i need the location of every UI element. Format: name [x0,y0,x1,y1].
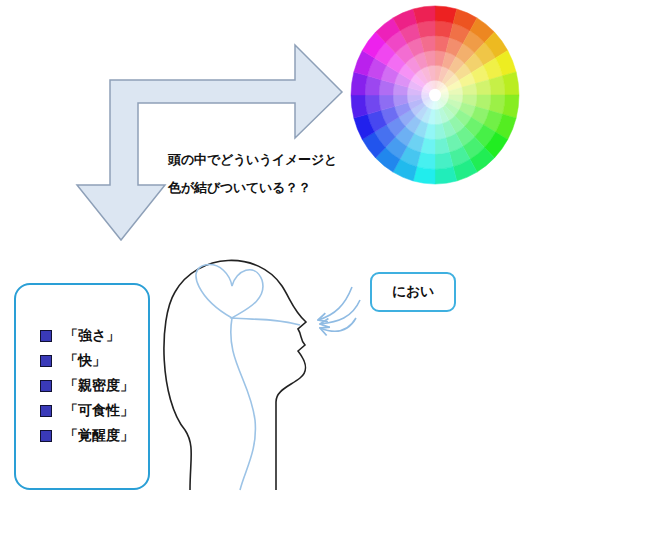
smell-line [320,318,356,331]
text-row: 「可食性」 [40,398,134,423]
wheel-cell [435,167,457,184]
question-note: 頭の中でどういうイメージと 色が結びついている？？ [168,146,346,202]
wheel-cell [351,95,367,118]
text-row: 「強さ」 [40,323,120,348]
wheel-cell [435,109,442,124]
text-row: 「親密度」 [40,373,134,398]
wheel-cell [424,50,435,66]
list-item: 「強さ」 [64,327,120,345]
wheel-cell [417,21,435,38]
bullet-square [40,330,52,342]
wheel-cell [351,72,367,95]
wheel-cell [407,95,421,103]
text-row: におい [392,283,434,301]
wheel-cell [496,50,517,75]
wheel-cell [354,114,375,139]
wheel-cell [393,9,417,31]
wheel-cell [489,76,505,95]
smell-line [318,287,352,320]
list-item: 「親密度」 [64,377,134,395]
brain-heart [196,265,300,490]
color-wheel [351,6,519,184]
list-item: 「可食性」 [64,402,134,420]
list-item: 「覚醒度」 [64,427,134,445]
wheel-center [429,89,441,102]
label-box: におい [370,272,456,312]
wheel-cell [476,80,491,95]
bullet-square [40,430,52,442]
head-outline [164,260,306,490]
bullet-square [40,405,52,417]
list-box: 「強さ」「快」「親密度」「可食性」「覚醒度」 [14,283,150,490]
wheel-cell [449,87,463,95]
wheel-cell [435,124,446,140]
box-label: におい [392,283,434,301]
bent-arrow [77,45,342,240]
wheel-cell [435,6,457,23]
wheel-cell [435,138,449,154]
wheel-cell [413,167,435,184]
text-row: 「覚醒度」 [40,423,134,448]
bullet-square [40,380,52,392]
wheel-cell [503,95,519,118]
wheel-cell [421,36,435,52]
wheel-cell [393,95,408,107]
bullet-square [40,355,52,367]
wheel-cell [428,65,435,80]
list-item: 「快」 [64,352,106,370]
wheel-cell [453,159,477,181]
wheel-cell [379,95,394,110]
wheel-cell [413,6,435,23]
wheel-cell [462,83,477,95]
wheel-cell [365,95,381,114]
wheel-cell [435,152,453,169]
wheel-cell [503,72,519,95]
text-row: 「快」 [40,348,106,373]
